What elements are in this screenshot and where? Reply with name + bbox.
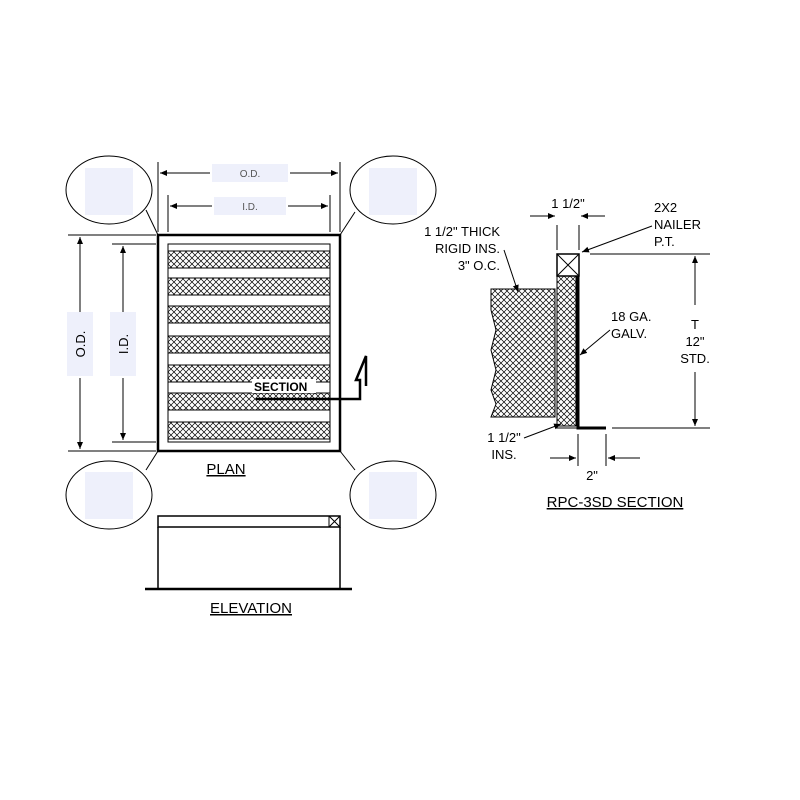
curb-wall-insulation <box>556 275 577 427</box>
svg-text:3" O.C.: 3" O.C. <box>458 258 500 273</box>
rigid-insulation-block <box>490 288 556 418</box>
id-top-label: I.D. <box>242 202 258 213</box>
od-top-label: O.D. <box>240 169 261 180</box>
svg-text:2X2: 2X2 <box>654 200 677 215</box>
dimension-nailer-width: 1 1/2" <box>530 196 605 250</box>
galv-sheet <box>576 276 606 430</box>
section-title: RPC-3SD SECTION <box>547 494 684 511</box>
dimension-od-side: O.D. <box>67 234 156 452</box>
dimension-id-top: I.D. <box>167 195 331 232</box>
svg-text:GALV.: GALV. <box>611 326 647 341</box>
ins-label: 1 1/2" INS. <box>487 423 562 462</box>
svg-text:NAILER: NAILER <box>654 217 701 232</box>
corner-callout-top-left <box>65 155 153 225</box>
svg-text:RIGID INS.: RIGID INS. <box>435 241 500 256</box>
dimension-curb-height: T 12" STD. <box>590 253 710 429</box>
id-side-label: I.D. <box>116 334 131 354</box>
dimension-od-top: O.D. <box>157 162 341 232</box>
svg-text:STD.: STD. <box>680 351 710 366</box>
plan-title: PLAN <box>206 461 245 478</box>
svg-text:P.T.: P.T. <box>654 234 675 249</box>
elevation-view: ELEVATION <box>145 515 352 617</box>
svg-text:INS.: INS. <box>491 447 516 462</box>
elevation-title: ELEVATION <box>210 600 292 617</box>
corner-callout-bottom-left <box>65 460 153 530</box>
curb-outer-frame <box>156 233 342 453</box>
section-view: 1 1/2" 2X2 NAILER P.T. 1 1/2" THICK RIGI… <box>424 196 710 511</box>
corner-leaders <box>145 209 356 471</box>
svg-text:1 1/2": 1 1/2" <box>487 430 521 445</box>
nailer-block <box>556 253 580 277</box>
svg-text:1 1/2" THICK: 1 1/2" THICK <box>424 224 500 239</box>
galv-label: 18 GA. GALV. <box>579 309 651 356</box>
svg-text:18 GA.: 18 GA. <box>611 309 651 324</box>
section-callout-label: SECTION <box>254 380 307 394</box>
plan-view: O.D. I.D. O.D. I.D. <box>65 155 437 530</box>
svg-text:12": 12" <box>685 334 704 349</box>
corner-callout-bottom-right <box>349 460 437 530</box>
svg-text:T: T <box>691 317 699 332</box>
nailer-label: 2X2 NAILER P.T. <box>581 200 701 253</box>
dimension-id-side: I.D. <box>110 243 156 443</box>
section-cut-callout: SECTION <box>252 355 368 401</box>
od-side-label: O.D. <box>73 331 88 358</box>
rigid-ins-label: 1 1/2" THICK RIGID INS. 3" O.C. <box>424 224 519 293</box>
dim-bottom-label: 2" <box>586 468 598 483</box>
dim-top-label: 1 1/2" <box>551 196 585 211</box>
insulation-strips <box>167 250 331 440</box>
dimension-flange: 2" <box>550 434 640 483</box>
corner-callout-top-right <box>349 155 437 225</box>
